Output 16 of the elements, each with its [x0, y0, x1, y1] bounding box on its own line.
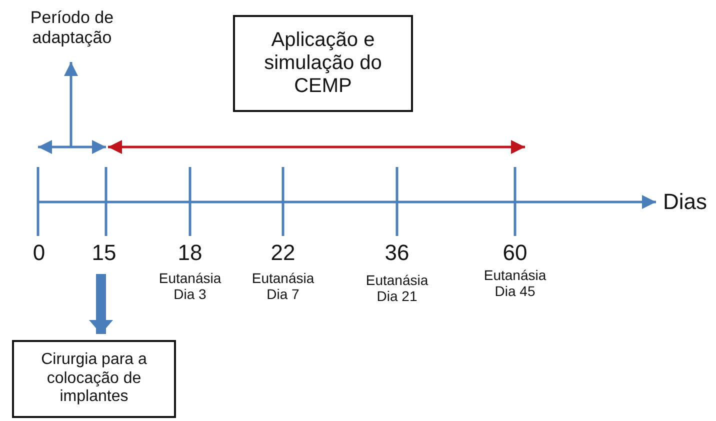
event-label: Eutanásia Dia 7	[250, 270, 316, 304]
tick-number: 15	[82, 240, 126, 268]
tick-number: 22	[270, 240, 296, 267]
axis-label: Dias	[662, 189, 708, 215]
event-label: Eutanásia Dia 21	[364, 272, 430, 306]
arrow	[89, 274, 113, 334]
tick-number: 60	[502, 240, 528, 267]
phase-box: Aplicação e simulação do CEMP	[233, 15, 413, 112]
event-label: Eutanásia Dia 45	[482, 267, 548, 302]
tick-number: 0	[32, 240, 46, 267]
period-label: Período de adaptação	[18, 8, 126, 58]
tick-number: 36	[384, 240, 410, 267]
tick-number: 18	[176, 240, 204, 267]
arrow	[64, 62, 78, 147]
event-label: Eutanásia Dia 3	[158, 270, 222, 304]
surgery-box: Cirurgia para a colocação de implantes	[12, 340, 176, 418]
